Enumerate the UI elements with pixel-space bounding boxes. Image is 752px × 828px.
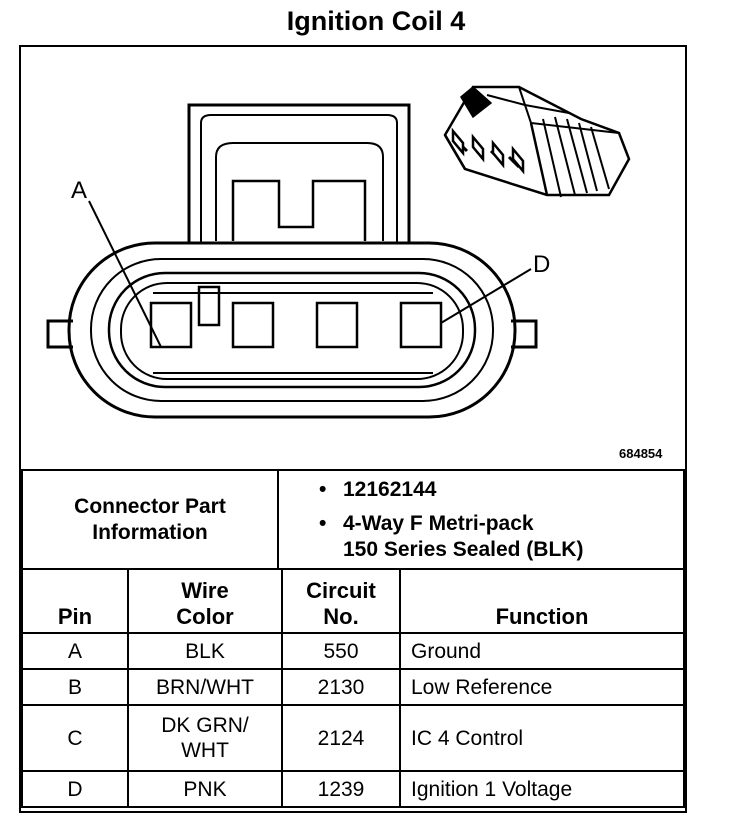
part-number: 12162144 [319, 477, 683, 503]
header-pin: Pin [21, 568, 129, 634]
leader-line-a [88, 200, 162, 348]
connector-diagram: A D 684854 [21, 47, 685, 470]
table-row: B BRN/WHT 2130 Low Reference [21, 668, 685, 706]
row-wire-color: BLK [127, 632, 283, 670]
connector-part-details: 12162144 4-Way F Metri-pack 150 Series S… [277, 469, 685, 570]
row-circuit: 2130 [281, 668, 401, 706]
row-wire-color: DK GRN/ WHT [127, 704, 283, 772]
pin-label-a: A [71, 177, 88, 204]
pin-cavity-b [231, 301, 275, 349]
connector-description-line2: 150 Series Sealed (BLK) [343, 537, 584, 561]
table-row: C DK GRN/ WHT 2124 IC 4 Control [21, 704, 685, 772]
connector-info-table: Connector Part Information 12162144 4-Wa… [21, 469, 685, 570]
row-wire-color: PNK [127, 770, 283, 808]
row-function: Ground [399, 632, 685, 670]
connector-ear-right [511, 319, 538, 349]
row-circuit: 2124 [281, 704, 401, 772]
connector-latch [187, 103, 411, 243]
row-pin: D [21, 770, 129, 808]
connector-body [67, 241, 517, 419]
diagram-reference-number: 684854 [619, 446, 663, 461]
connector-description-line1: 4-Way F Metri-pack [319, 511, 683, 537]
pin-label-d: D [533, 251, 551, 278]
connector-isometric-view [443, 85, 631, 198]
polarization-key [197, 285, 221, 327]
header-circuit-no: Circuit No. [281, 568, 401, 634]
row-pin: A [21, 632, 129, 670]
pin-cavity-d [399, 301, 443, 349]
table-header-row: Pin Wire Color Circuit No. Function [21, 568, 685, 634]
table-row: A BLK 550 Ground [21, 632, 685, 670]
diagram-title: Ignition Coil 4 [286, 6, 466, 36]
leader-line-d [440, 268, 532, 324]
row-circuit: 550 [281, 632, 401, 670]
header-function: Function [399, 568, 685, 634]
row-pin: B [21, 668, 129, 706]
row-wire-color: BRN/WHT [127, 668, 283, 706]
row-pin: C [21, 704, 129, 772]
header-wire-color: Wire Color [127, 568, 283, 634]
pin-cavity-c [315, 301, 359, 349]
diagram-frame: A D 684854 Connector Part Information 12… [19, 45, 687, 813]
connector-ear-left [46, 319, 73, 349]
row-function: Ignition 1 Voltage [399, 770, 685, 808]
connector-face-drawing [46, 85, 631, 419]
row-circuit: 1239 [281, 770, 401, 808]
row-function: Low Reference [399, 668, 685, 706]
connector-part-info-label: Connector Part Information [21, 469, 279, 570]
row-function: IC 4 Control [399, 704, 685, 772]
table-row: D PNK 1239 Ignition 1 Voltage [21, 770, 685, 808]
pin-function-table: Pin Wire Color Circuit No. Function A BL… [21, 568, 685, 808]
